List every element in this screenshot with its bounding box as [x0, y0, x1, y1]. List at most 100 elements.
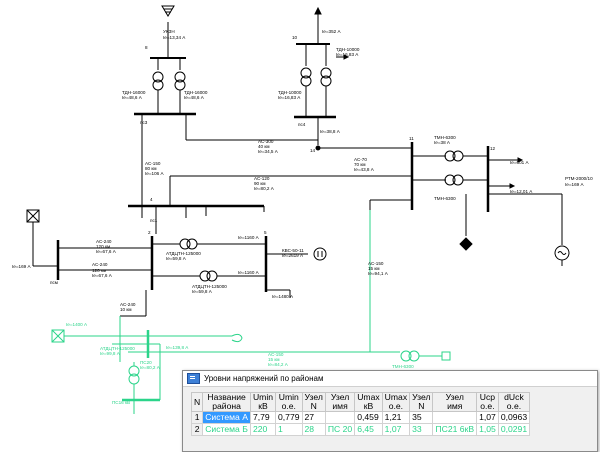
label-n2: 2	[148, 230, 151, 235]
label-ac300: АС-300	[258, 139, 274, 144]
label-ac120: АС-120	[254, 176, 270, 181]
cell-node-min-n[interactable]: 27	[301, 411, 326, 425]
label-ac240b-ie: Ie=67,6 А	[92, 273, 113, 278]
cell-node-min-name[interactable]: ПС 20	[324, 423, 356, 437]
label-tdn4: ТДН-10000	[278, 90, 302, 95]
cell-umin-oe[interactable]: 1	[275, 423, 303, 437]
label-ac240a-ie: Ie=67,6 А	[96, 249, 117, 254]
cell-node-max-n[interactable]: 33	[409, 423, 434, 437]
cell-ucp[interactable]: 1,05	[476, 423, 499, 437]
window-app-icon	[187, 373, 200, 384]
col-header-n-label: N	[194, 396, 201, 407]
label-ps4: пс4	[298, 122, 306, 127]
label-rtm: РТМ-2000/10	[565, 176, 593, 181]
label-kvs: КВС-50-11	[282, 248, 304, 253]
col-header-ucp-sub: о.е.	[480, 401, 495, 412]
label-ie-601: Ie=601 А	[510, 160, 529, 165]
cell-name[interactable]: Система Б	[202, 423, 251, 437]
cell-node-max-name[interactable]	[432, 411, 478, 425]
col-header-n[interactable]: N	[190, 391, 204, 413]
label-ps20: ПС20	[140, 360, 152, 365]
cell-umax-oe[interactable]: 1,07	[381, 423, 411, 437]
label-ac240c: АС-240	[120, 302, 136, 307]
col-header-node-min-n-label: Узел	[304, 392, 323, 402]
label-tmn6300a: ТМН-6300	[434, 135, 456, 140]
col-header-umax-kv-label: Umax	[357, 392, 380, 402]
col-header-node-min-name-sub: имя	[332, 401, 348, 412]
col-header-umax-oe-label: Umax	[384, 392, 408, 402]
label-ac150g-ie: Ie=84,2 А	[268, 362, 289, 367]
label-ac300-ie: Ie=34,5 А	[258, 149, 279, 154]
col-header-duck-label: dUck	[504, 392, 524, 402]
cell-umin-kv[interactable]: 220	[249, 423, 277, 437]
label-ie-tdn2: Ie=48,6 А	[184, 95, 205, 100]
label-ac240b: АС-240	[92, 262, 108, 267]
label-ac150-len: 80 км	[145, 166, 157, 171]
label-tdn3: ТДН-10000	[336, 47, 360, 52]
cell-node-min-name[interactable]	[324, 411, 356, 425]
col-header-umax-oe-sub: о.е.	[388, 401, 404, 412]
label-ie-1160b: Ie=1160 А	[238, 270, 260, 275]
label-ie-tdn1: Ie=48,6 А	[122, 95, 143, 100]
cell-name[interactable]: Система А	[202, 411, 251, 425]
label-n8: 8	[145, 45, 148, 50]
label-atdtn2: АТДЦТН-125000	[192, 284, 227, 289]
label-ac150b-ie: Ie=94,1 А	[368, 271, 389, 276]
cell-node-max-name[interactable]: ПС21 6кВ	[432, 423, 478, 437]
label-atdtn2-ie: Ie=59,8 А	[192, 289, 213, 294]
cell-umin-kv[interactable]: 7,79	[249, 411, 277, 425]
label-ac150b: АС-150	[368, 261, 384, 266]
label-atdtn1-ie: Ie=59,8 А	[166, 256, 187, 261]
cell-umin-oe[interactable]: 0,779	[275, 411, 303, 425]
label-n11: 11	[409, 136, 414, 141]
label-n4: 4	[150, 197, 153, 202]
label-n10: 10	[292, 35, 298, 40]
cell-ucp[interactable]: 1,07	[476, 411, 499, 425]
label-ie-169: Ie=169 А	[12, 264, 31, 269]
cell-node-min-n[interactable]: 28	[301, 423, 326, 437]
label-kvs-ie: Ie=2619 А	[282, 253, 304, 258]
label-ac240b-len: 120 км	[92, 268, 106, 273]
label-ie-352: Ie=352 А	[322, 29, 341, 34]
label-ie-38: Ie=38,8 А	[320, 129, 341, 134]
cell-node-max-n[interactable]: 35	[409, 411, 434, 425]
label-atdtn-g: АТДЦТН-125000	[100, 346, 135, 351]
table-row[interactable]: 2 Система Б 220 1 28 ПС 20 6,45 1,07 33 …	[190, 423, 531, 437]
cell-duck[interactable]: 0,0963	[497, 411, 531, 425]
label-ac120-ie: Ie=80,2 А	[254, 186, 275, 191]
label-tmn6300a-ie: Ie=38 А	[434, 140, 451, 145]
col-header-node-max-n-label: Узел	[412, 392, 431, 402]
window-titlebar[interactable]: Уровни напряжений по районам	[183, 371, 597, 387]
row-number[interactable]: 1	[190, 411, 204, 425]
col-header-node-max-n-sub: N	[418, 401, 425, 412]
cell-umax-kv[interactable]: 0,459	[354, 411, 383, 425]
table-row[interactable]: 1 Система А 7,79 0,779 27 0,459 1,21 35 …	[190, 411, 531, 425]
label-ac240a-len: 120 км	[96, 244, 110, 249]
label-ps-bottom: ПС16 кВ	[112, 400, 130, 405]
label-ac70-len: 70 км	[354, 162, 366, 167]
label-ie-g1: Ie=139,8 А	[166, 345, 189, 350]
row-number[interactable]: 2	[190, 423, 204, 437]
label-ac120-len: 90 км	[254, 181, 266, 186]
label-ac150: АС-150	[145, 161, 161, 166]
cell-umax-kv[interactable]: 6,45	[354, 423, 383, 437]
cell-umax-oe[interactable]: 1,21	[381, 411, 411, 425]
label-ie-1201: Ie=12,01 А	[510, 189, 533, 194]
label-ie-1480: Ie=1480 А	[272, 294, 294, 299]
label-atdtn1: АТДЦТН-125000	[166, 251, 201, 256]
cell-duck[interactable]: 0,0291	[497, 423, 531, 437]
